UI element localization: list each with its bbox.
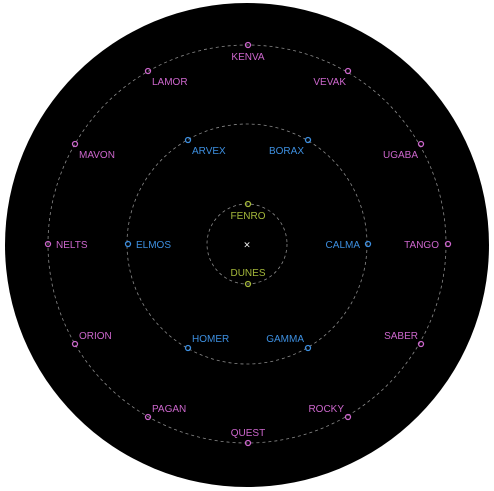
waypoint-marker-mavon[interactable]	[71, 140, 79, 148]
waypoint-marker-pagan[interactable]	[144, 413, 152, 421]
waypoint-marker-quest[interactable]	[244, 439, 252, 447]
waypoint-marker-homer[interactable]	[184, 344, 192, 352]
waypoint-label-calma: CALMA	[326, 240, 361, 251]
waypoint-label-orion: ORION	[79, 331, 112, 342]
range-ring-middle	[126, 123, 368, 365]
waypoint-marker-nelts[interactable]	[44, 240, 52, 248]
waypoint-marker-lamor[interactable]	[144, 67, 152, 75]
waypoint-marker-vevak[interactable]	[344, 67, 352, 75]
waypoint-label-vevak: VEVAK	[313, 77, 346, 88]
waypoint-label-ugaba: UGABA	[383, 150, 418, 161]
waypoint-marker-kenva[interactable]	[244, 41, 252, 49]
waypoint-label-tango: TANGO	[404, 240, 439, 251]
waypoint-marker-orion[interactable]	[71, 340, 79, 348]
waypoint-marker-gamma[interactable]	[304, 344, 312, 352]
waypoint-label-arvex: ARVEX	[192, 146, 226, 157]
waypoint-marker-arvex[interactable]	[184, 136, 192, 144]
range-ring-inner	[206, 203, 288, 285]
waypoint-layer: KENVA VEVAK UGABA TANGO SABER ROCKY QUEST PAGAN…	[44, 41, 452, 447]
waypoint-label-nelts: NELTS	[56, 240, 88, 251]
waypoint-marker-saber[interactable]	[417, 340, 425, 348]
waypoint-label-gamma: GAMMA	[266, 334, 304, 345]
waypoint-label-pagan: PAGAN	[152, 404, 186, 415]
waypoint-marker-ugaba[interactable]	[417, 140, 425, 148]
waypoint-label-lamor: LAMOR	[152, 77, 188, 88]
waypoint-marker-dunes[interactable]	[244, 280, 252, 288]
waypoint-label-saber: SABER	[384, 331, 418, 342]
waypoint-label-mavon: MAVON	[79, 150, 115, 161]
waypoint-label-fenro: FENRO	[231, 211, 266, 222]
waypoint-label-rocky: ROCKY	[308, 404, 344, 415]
center-marker: ×	[243, 241, 251, 251]
scope-background	[5, 3, 489, 487]
waypoint-marker-calma[interactable]	[364, 240, 372, 248]
waypoint-label-dunes: DUNES	[230, 268, 265, 279]
waypoint-marker-rocky[interactable]	[344, 413, 352, 421]
waypoint-label-homer: HOMER	[192, 334, 229, 345]
waypoint-label-kenva: KENVA	[231, 52, 264, 63]
waypoint-label-quest: QUEST	[231, 428, 265, 439]
waypoint-label-borax: BORAX	[269, 146, 304, 157]
waypoint-marker-tango[interactable]	[444, 240, 452, 248]
waypoint-marker-elmos[interactable]	[124, 240, 132, 248]
waypoint-marker-borax[interactable]	[304, 136, 312, 144]
waypoint-label-elmos: ELMOS	[136, 240, 171, 251]
waypoint-marker-fenro[interactable]	[244, 200, 252, 208]
